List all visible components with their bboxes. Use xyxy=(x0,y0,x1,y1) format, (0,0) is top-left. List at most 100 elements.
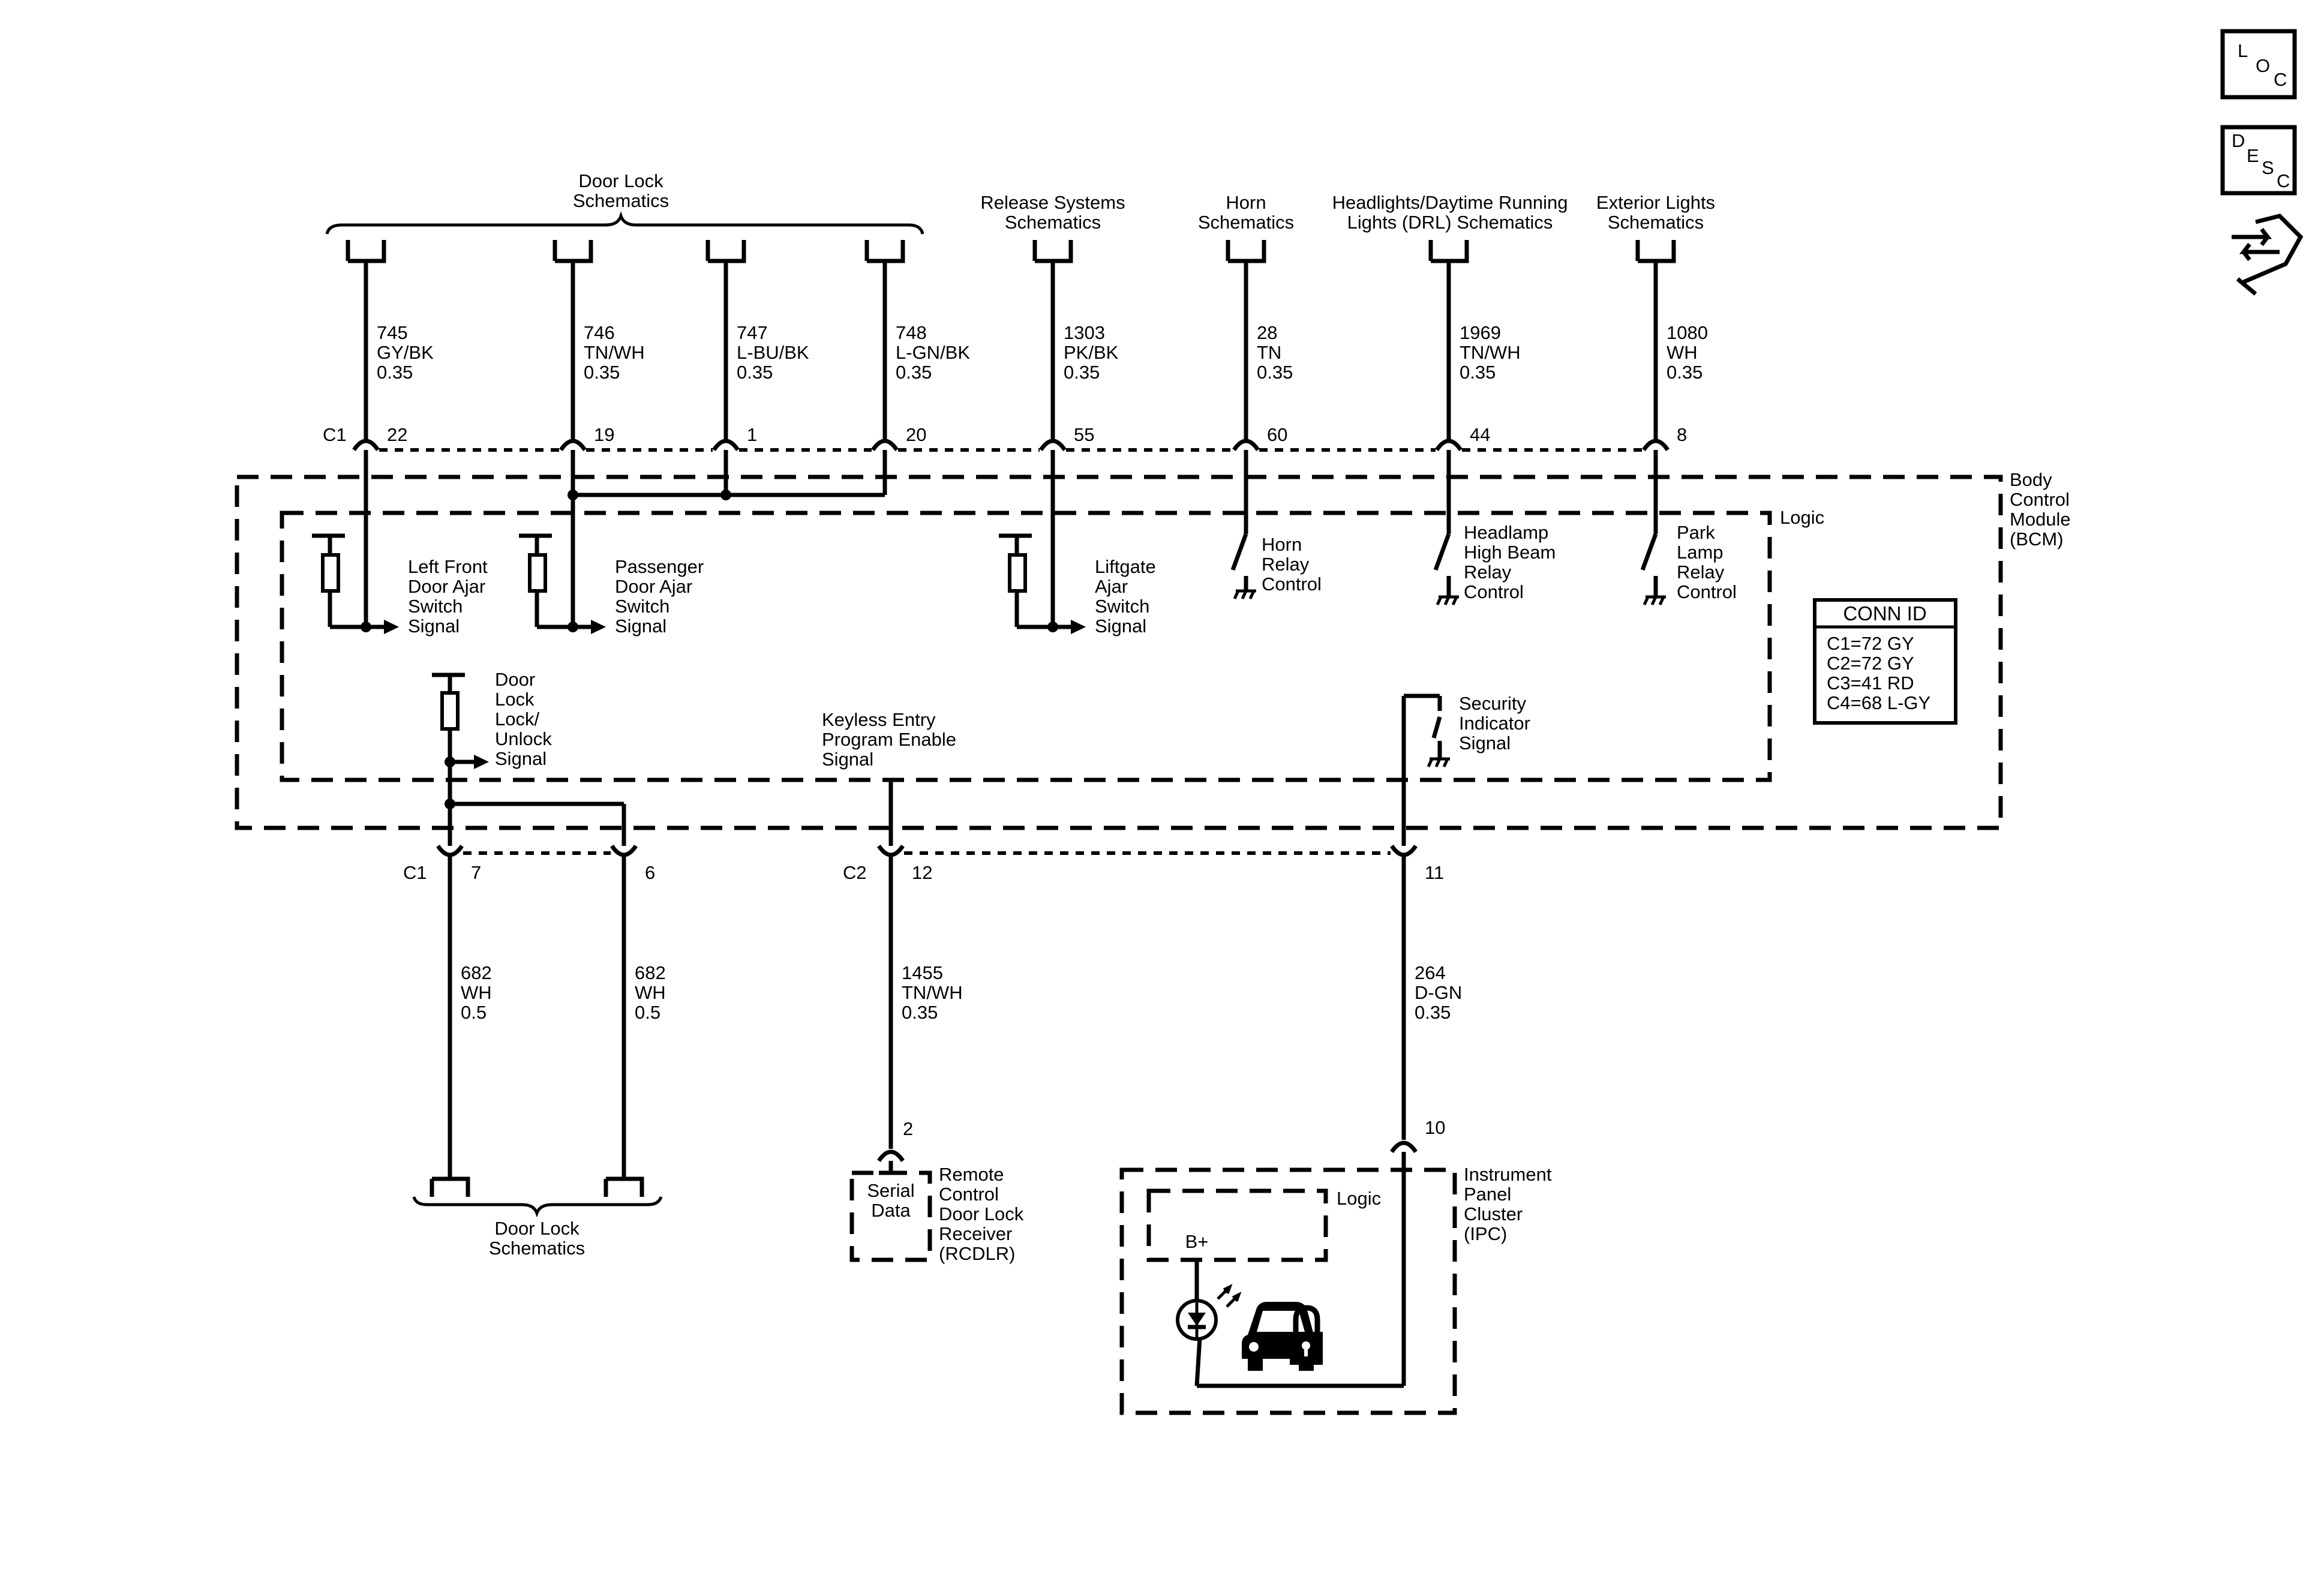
park-lamp-relay-switch xyxy=(1640,533,1666,606)
wrench-arrows-icon[interactable] xyxy=(2232,214,2304,296)
svg-text:Headlamp: Headlamp xyxy=(1464,522,1548,543)
svg-text:747: 747 xyxy=(737,322,768,343)
left-front-door-ajar-signal-label: Left Front Door Ajar Switch Signal xyxy=(408,556,488,637)
svg-text:682: 682 xyxy=(461,962,492,983)
horn-relay-switch xyxy=(1230,533,1256,600)
svg-text:Door Lock: Door Lock xyxy=(494,1218,580,1239)
svg-text:Signal: Signal xyxy=(615,616,666,637)
svg-text:E: E xyxy=(2247,145,2259,166)
svg-text:(BCM): (BCM) xyxy=(2010,529,2064,550)
svg-text:Door Lock: Door Lock xyxy=(939,1203,1024,1224)
svg-text:0.35: 0.35 xyxy=(1415,1002,1451,1023)
left-front-door-ajar-switch xyxy=(312,533,399,634)
headlights-drl-schematics-label[interactable]: Headlights/Daytime Running Lights (DRL) … xyxy=(1332,192,1568,233)
pin-19: 19 xyxy=(594,424,614,445)
door-lock-lock-unlock-signal-label: Door Lock Lock/ Unlock Signal xyxy=(495,669,552,769)
svg-text:Control: Control xyxy=(1677,581,1737,602)
wire-label-1969: 1969 TN/WH 0.35 xyxy=(1460,322,1521,383)
pin-6: 6 xyxy=(645,862,655,883)
svg-text:Door Ajar: Door Ajar xyxy=(615,576,692,597)
pin-60: 60 xyxy=(1267,424,1287,445)
svg-text:Cluster: Cluster xyxy=(1464,1203,1523,1224)
wire-label-682-a: 682 WH 0.5 xyxy=(461,962,492,1023)
pin-2: 2 xyxy=(903,1118,913,1139)
svg-text:C4=68 L-GY: C4=68 L-GY xyxy=(1827,692,1930,713)
svg-text:Remote: Remote xyxy=(939,1164,1004,1185)
svg-text:Relay: Relay xyxy=(1464,562,1512,583)
svg-text:Body: Body xyxy=(2010,469,2052,490)
ipc-label: Instrument Panel Cluster (IPC) xyxy=(1464,1164,1552,1244)
svg-text:Schematics: Schematics xyxy=(1198,212,1294,233)
security-car-lock-icon xyxy=(1242,1302,1323,1371)
svg-text:Exterior Lights: Exterior Lights xyxy=(1596,192,1715,213)
svg-text:Switch: Switch xyxy=(1095,596,1149,617)
pin-22: 22 xyxy=(387,424,407,445)
pin-7: 7 xyxy=(471,862,481,883)
svg-text:TN/WH: TN/WH xyxy=(902,982,963,1003)
svg-text:Program Enable: Program Enable xyxy=(822,729,956,750)
bcm-label[interactable]: Body Control Module (BCM) xyxy=(2010,469,2071,550)
pin-11: 11 xyxy=(1425,862,1444,883)
pin-20: 20 xyxy=(906,424,926,445)
svg-text:0.35: 0.35 xyxy=(1667,362,1703,383)
door-lock-lock-unlock-switch xyxy=(432,673,626,846)
svg-text:Headlights/Daytime Running: Headlights/Daytime Running xyxy=(1332,192,1568,213)
svg-text:TN/WH: TN/WH xyxy=(584,342,645,363)
ipc-bplus-label: B+ xyxy=(1185,1231,1209,1252)
svg-text:C: C xyxy=(2277,170,2290,191)
ipc-logic-label: Logic xyxy=(1337,1188,1381,1209)
svg-text:(IPC): (IPC) xyxy=(1464,1223,1507,1244)
horn-schematics-label[interactable]: Horn Schematics xyxy=(1198,192,1294,233)
park-lamp-relay-control-label: Park Lamp Relay Control xyxy=(1677,522,1737,602)
svg-text:0.35: 0.35 xyxy=(902,1002,938,1023)
bcm-logic-label: Logic xyxy=(1780,507,1824,528)
headlamp-relay-control-label: Headlamp High Beam Relay Control xyxy=(1464,522,1556,602)
door-lock-schematics-top[interactable]: Door Lock Schematics xyxy=(325,170,924,235)
svg-text:GY/BK: GY/BK xyxy=(377,342,434,363)
rcdlr-component[interactable]: Serial Data xyxy=(849,1149,932,1262)
exterior-lights-schematics-label[interactable]: Exterior Lights Schematics xyxy=(1596,192,1715,233)
svg-text:Lights (DRL) Schematics: Lights (DRL) Schematics xyxy=(1347,212,1553,233)
door-lock-schematics-bottom[interactable]: Door Lock Schematics xyxy=(412,1176,663,1259)
svg-text:O: O xyxy=(2256,55,2270,76)
svg-text:Signal: Signal xyxy=(408,616,460,637)
security-indicator-switch xyxy=(1401,694,1450,846)
top-connector-pins xyxy=(352,439,1670,452)
headlamp-relay-switch xyxy=(1433,533,1459,606)
liftgate-ajar-signal-label: Liftgate Ajar Switch Signal xyxy=(1095,556,1156,637)
release-systems-schematics-label[interactable]: Release Systems Schematics xyxy=(980,192,1125,233)
svg-text:Schematics: Schematics xyxy=(1005,212,1101,233)
svg-text:TN/WH: TN/WH xyxy=(1460,342,1521,363)
svg-text:Signal: Signal xyxy=(822,749,873,770)
bottom-connector-pins xyxy=(436,844,1418,857)
svg-text:746: 746 xyxy=(584,322,615,343)
svg-text:Door Ajar: Door Ajar xyxy=(408,576,485,597)
svg-text:1303: 1303 xyxy=(1064,322,1105,343)
loc-icon[interactable]: L O C xyxy=(2220,29,2297,100)
svg-text:Release Systems: Release Systems xyxy=(980,192,1125,213)
wire-label-745: 745 GY/BK 0.35 xyxy=(377,322,434,383)
svg-text:0.35: 0.35 xyxy=(1460,362,1496,383)
wire-label-746: 746 TN/WH 0.35 xyxy=(584,322,645,383)
svg-text:Park: Park xyxy=(1677,522,1715,543)
ipc-component[interactable] xyxy=(1119,1140,1457,1415)
svg-text:Control: Control xyxy=(2010,489,2070,510)
horn-relay-control-label: Horn Relay Control xyxy=(1262,534,1322,595)
svg-text:Data: Data xyxy=(871,1200,911,1221)
conn-id-box: CONN ID C1=72 GY C2=72 GY C3=41 RD C4=68… xyxy=(1813,598,1957,725)
svg-text:682: 682 xyxy=(635,962,666,983)
svg-text:Signal: Signal xyxy=(1095,616,1146,637)
connector-c1-top-label: C1 xyxy=(323,424,347,445)
bottom-wires xyxy=(448,855,1406,1179)
svg-text:Control: Control xyxy=(1464,581,1524,602)
desc-icon[interactable]: D E S C xyxy=(2220,125,2297,196)
svg-text:0.35: 0.35 xyxy=(1257,362,1293,383)
svg-text:0.35: 0.35 xyxy=(1064,362,1100,383)
svg-text:PK/BK: PK/BK xyxy=(1064,342,1119,363)
svg-text:Instrument: Instrument xyxy=(1464,1164,1552,1185)
svg-text:Relay: Relay xyxy=(1677,562,1725,583)
liftgate-ajar-switch xyxy=(999,533,1086,634)
svg-text:Ajar: Ajar xyxy=(1095,576,1128,597)
svg-text:Switch: Switch xyxy=(408,596,463,617)
pin-10: 10 xyxy=(1425,1117,1445,1138)
